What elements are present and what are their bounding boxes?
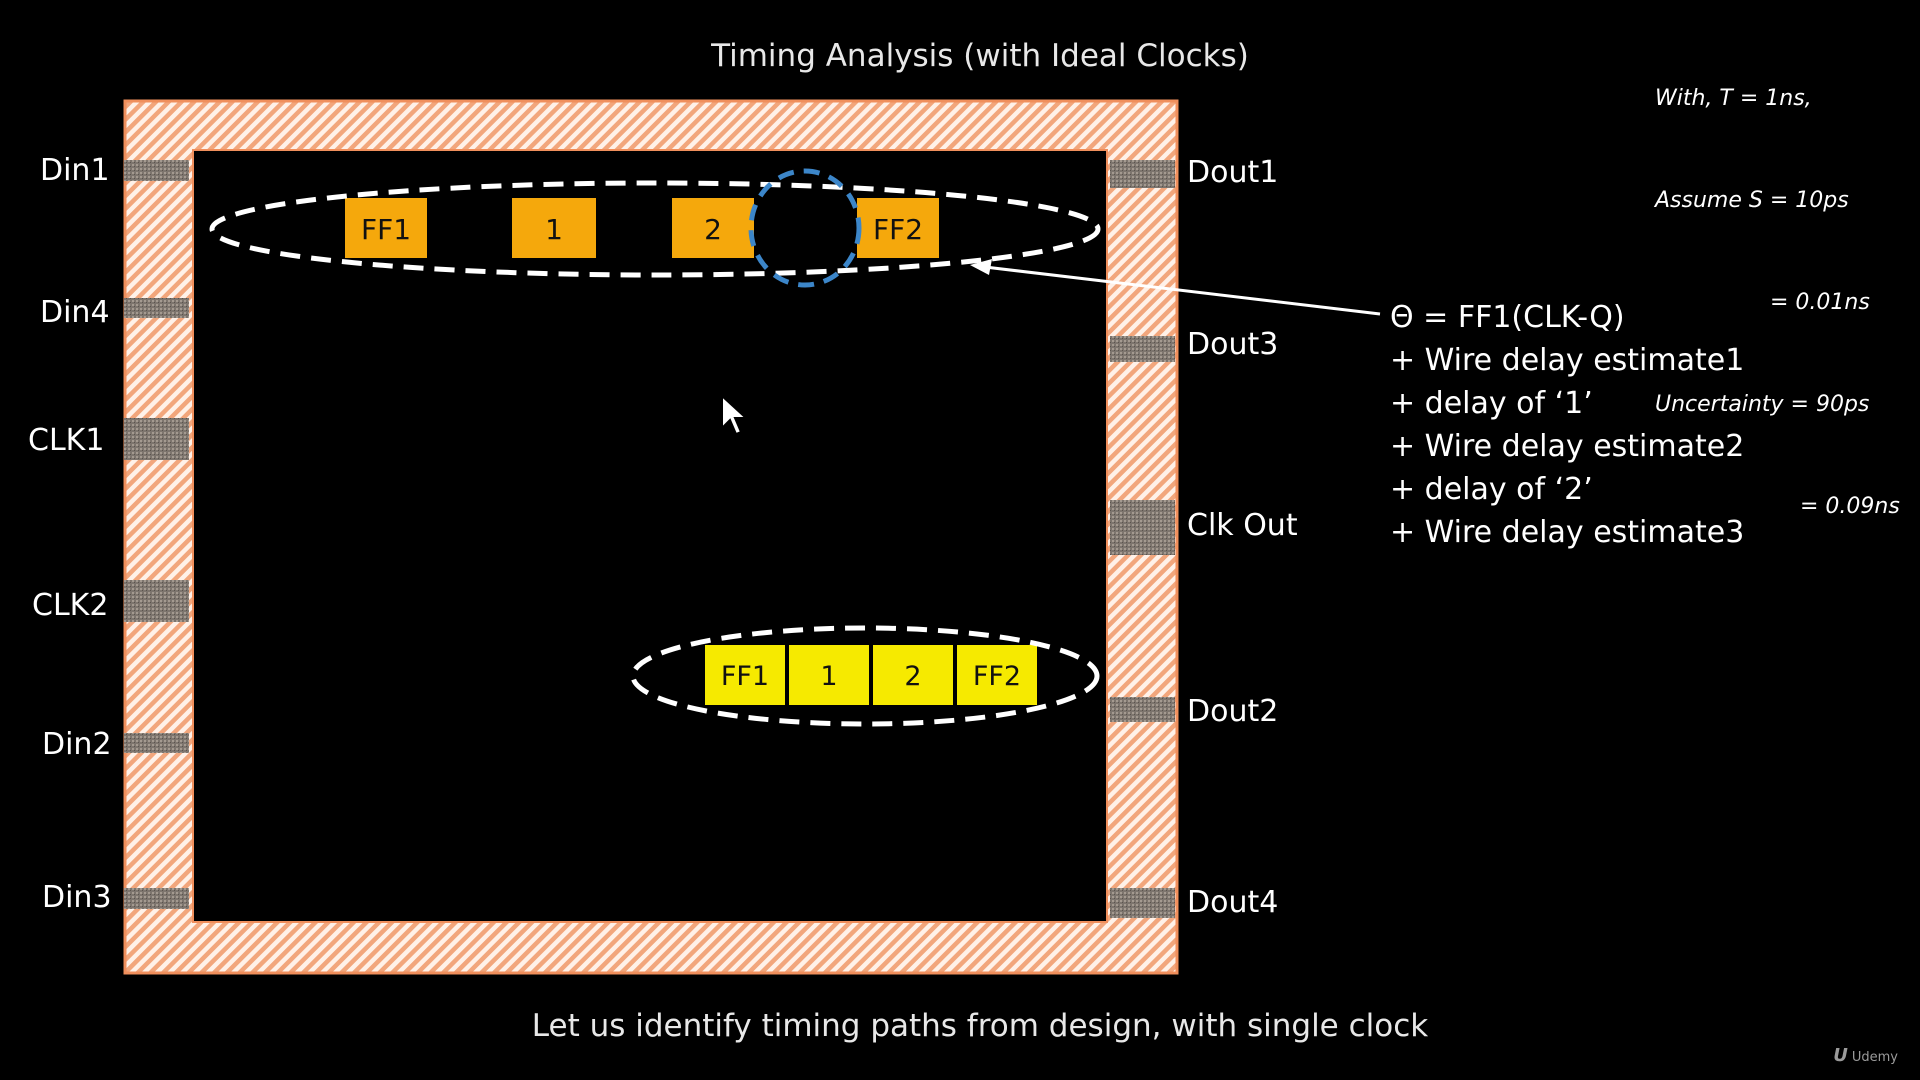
pin-label-dout3: Dout3: [1187, 327, 1279, 362]
udemy-logo-icon: U: [1833, 1045, 1848, 1066]
path2-label-2: 2: [904, 661, 921, 692]
equation-line-1: Θ = FF1(CLK-Q): [1390, 300, 1625, 335]
pad-clk-out: [1110, 500, 1175, 555]
path1-label-2: 2: [704, 213, 722, 246]
equation-line-4: + Wire delay estimate2: [1390, 429, 1745, 464]
path2-label-ff1: FF1: [721, 661, 769, 692]
pad-dout3: [1110, 336, 1175, 362]
note-line-4: Uncertainty = 90ps: [1655, 392, 1870, 417]
note-line-1: With, T = 1ns,: [1655, 86, 1812, 111]
equation-line-6: + Wire delay estimate3: [1390, 515, 1745, 550]
timing-path-1: FF1 1 2 FF2: [209, 168, 1101, 288]
assumptions-note: With, T = 1ns, Assume S = 10ps = 0.01ns …: [1655, 14, 1900, 558]
path1-cell-ff2: [857, 198, 939, 258]
path2-cell-ff1: [703, 643, 787, 707]
delay-equation: Θ = FF1(CLK-Q) + Wire delay estimate1 + …: [1390, 296, 1744, 554]
pin-label-din3: Din3: [42, 880, 112, 915]
path1-label-ff2: FF2: [873, 213, 923, 246]
path2-cell-1: [787, 643, 871, 707]
slide-title: Timing Analysis (with Ideal Clocks): [711, 38, 1249, 74]
brand-name: Udemy: [1851, 1050, 1898, 1065]
pad-clk2: [124, 580, 189, 622]
note-line-5: = 0.09ns: [1800, 494, 1900, 519]
path1-dashed-ellipse: [209, 180, 1101, 278]
path2-label-1: 1: [820, 661, 837, 692]
note-line-3: = 0.01ns: [1770, 290, 1870, 315]
path2-cell-ff2: [955, 643, 1039, 707]
pin-label-clk-out: Clk Out: [1187, 508, 1298, 543]
path1-cell-1: [512, 198, 596, 258]
pad-dout4: [1110, 888, 1175, 918]
pin-label-clk1: CLK1: [28, 423, 105, 458]
path2-cell-2: [871, 643, 955, 707]
path1-cell-ff1: [345, 198, 427, 258]
pad-din3: [124, 888, 189, 909]
pad-din4: [124, 298, 189, 318]
pad-din1: [124, 160, 189, 181]
pad-dout1: [1110, 160, 1175, 188]
path1-label-ff1: FF1: [361, 213, 411, 246]
path1-label-1: 1: [545, 213, 563, 246]
pin-label-din4: Din4: [40, 295, 110, 330]
equation-line-3: + delay of ‘1’: [1390, 386, 1593, 421]
path2-label-ff2: FF2: [973, 661, 1021, 692]
pin-label-din2: Din2: [42, 727, 112, 762]
equation-line-2: + Wire delay estimate1: [1390, 343, 1745, 378]
pin-label-dout4: Dout4: [1187, 885, 1279, 920]
slide-caption: Let us identify timing paths from design…: [531, 1008, 1429, 1044]
note-line-2: Assume S = 10ps: [1655, 188, 1849, 213]
pin-label-clk2: CLK2: [32, 588, 109, 623]
pad-dout2: [1110, 697, 1175, 722]
wire-highlight-circle: [748, 168, 862, 288]
core-area: [192, 149, 1108, 923]
mouse-pointer-icon: [721, 394, 749, 436]
path2-dashed-ellipse: [630, 625, 1100, 727]
pin-label-din1: Din1: [40, 153, 110, 188]
pin-label-dout2: Dout2: [1187, 694, 1279, 729]
pin-label-dout1: Dout1: [1187, 155, 1279, 190]
timing-path-2: FF1 1 2 FF2: [630, 625, 1100, 727]
pad-clk1: [124, 418, 189, 460]
equation-line-5: + delay of ‘2’: [1390, 472, 1593, 507]
pad-din2: [124, 733, 189, 753]
path1-cell-2: [672, 198, 754, 258]
equation-arrow: [970, 259, 1381, 316]
